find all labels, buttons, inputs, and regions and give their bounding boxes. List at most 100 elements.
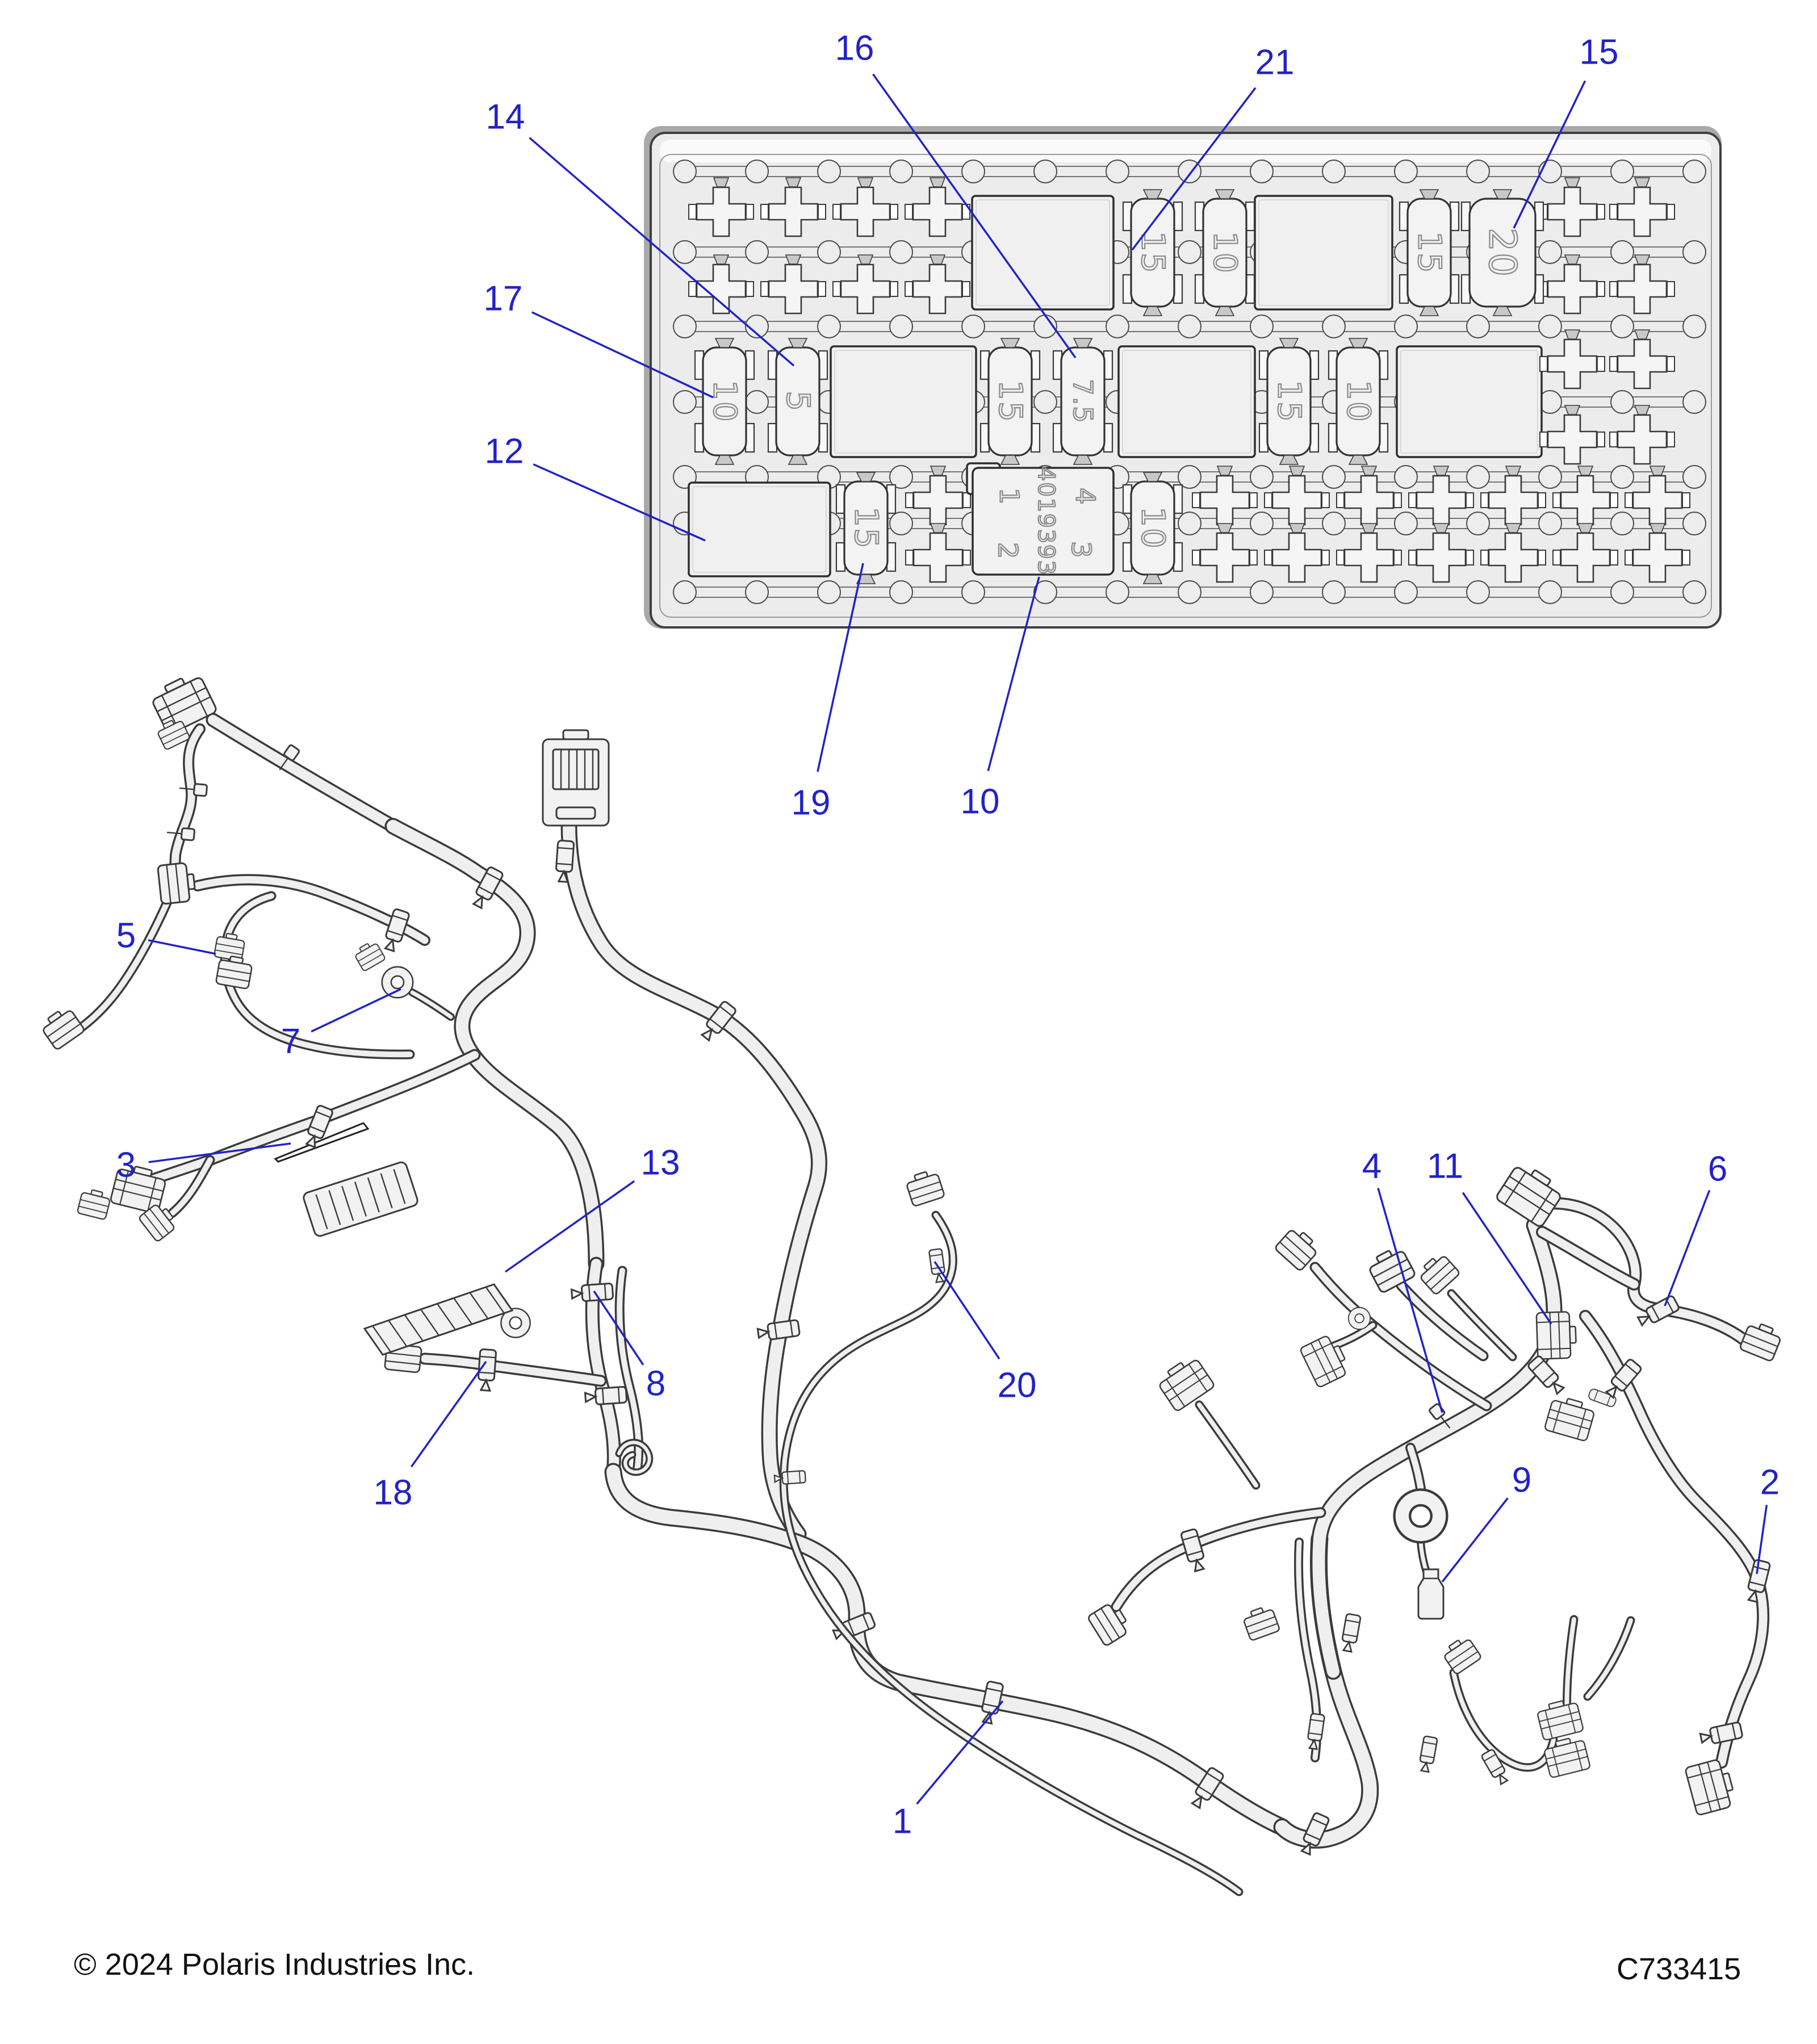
strip-circle (1322, 465, 1346, 489)
strip-circle (1682, 390, 1706, 414)
strip-circle (961, 315, 985, 338)
fuse-20: 20 (1460, 189, 1544, 316)
harness-branch (1113, 1509, 1324, 1610)
fuse-15: 15 (1399, 189, 1460, 316)
fuse-slot-empty (1609, 254, 1675, 315)
fuse-slot-empty (1609, 177, 1675, 237)
fuse-15: 15 (979, 338, 1041, 465)
harness-branch (421, 1355, 605, 1385)
strip-circle (1250, 465, 1274, 489)
callout-13: 13 (641, 1144, 680, 1183)
leader-line-17 (531, 311, 714, 399)
strip-circle (817, 240, 841, 264)
callout-1: 1 (893, 1802, 912, 1841)
relay-cavity-1: 1 (994, 488, 1024, 505)
fuse-10: 10 (1122, 472, 1183, 584)
strip-circle (1033, 160, 1057, 183)
strip-circle (1178, 315, 1201, 338)
relay-slot-empty (830, 345, 977, 458)
grommet (1395, 1490, 1447, 1543)
strip-circle (1250, 580, 1274, 604)
leader-line-12 (533, 463, 706, 542)
cable-clamp (1305, 1712, 1326, 1750)
fuse-15: 15 (1258, 338, 1320, 465)
fuse-slot-empty (1552, 523, 1618, 583)
relay-part-number: 4019393 (1033, 467, 1059, 576)
strip-circle (1466, 315, 1490, 338)
leader-line-8 (593, 1291, 644, 1366)
relay-slot-inner (1400, 350, 1538, 454)
strip-circle (1610, 580, 1634, 604)
fuse-slot-empty (1539, 254, 1605, 315)
fuse-slot-empty (1264, 523, 1330, 583)
strip-circle (1322, 160, 1346, 183)
strip-circle (1682, 160, 1706, 183)
strip-circle (1322, 315, 1346, 338)
fuse-rating-label: 15 (992, 380, 1029, 422)
strip-circle (673, 240, 697, 264)
fuse-slot-empty (1408, 523, 1474, 583)
fuse-rating-label: 10 (1340, 380, 1377, 422)
strip-circle (817, 160, 841, 183)
strip-circle (961, 580, 985, 604)
callout-5: 5 (116, 916, 136, 956)
strip-circle (889, 465, 913, 489)
harness-branch (171, 725, 204, 875)
fuse-slot-empty (832, 177, 898, 237)
fuse-slot-empty (905, 177, 970, 237)
jumper-wire (781, 1213, 1241, 1894)
strip-circle (745, 390, 769, 414)
strip-circle (1682, 465, 1706, 489)
relay-slot-inner (692, 486, 827, 573)
harness-wire (222, 893, 413, 1058)
strip-circle (889, 580, 913, 604)
fuse-slot-empty (1192, 466, 1258, 526)
strip-circle (1033, 580, 1057, 604)
fuse-rating-label: 15 (1134, 231, 1171, 274)
fuse-rating-label: 10 (706, 380, 743, 422)
fuse-slot-empty (1480, 523, 1546, 583)
strip-circle (889, 160, 913, 183)
leader-line-19 (817, 563, 864, 772)
harness-connector (1494, 1159, 1567, 1229)
copyright-notice: © 2024 Polaris Industries Inc. (74, 1947, 475, 1982)
harness-connector (38, 1004, 86, 1052)
cable-clamp (1417, 1735, 1438, 1774)
relay-slot-empty (971, 195, 1115, 311)
fuse-rating-label: 7.5 (1067, 379, 1098, 424)
tube-outline (1111, 1507, 1326, 1612)
fuse-slot-empty (1539, 329, 1605, 389)
fuse-slot-empty (1609, 405, 1675, 465)
harness-wire (1451, 1670, 1556, 1770)
strip-circle (961, 160, 985, 183)
fuse-slot-empty (1336, 523, 1402, 583)
callout-20: 20 (998, 1366, 1037, 1405)
leader-line-18 (410, 1360, 487, 1468)
fuse-slot-empty (688, 177, 754, 237)
strip-circle (673, 580, 697, 604)
fuse-slot-empty (1552, 466, 1618, 526)
fuse-slot-empty (1625, 466, 1690, 526)
fuse-slot-empty (1625, 523, 1690, 583)
pigtail-wire (617, 1440, 651, 1474)
fuse-slot-empty (1408, 466, 1474, 526)
harness-connector (1415, 1250, 1461, 1296)
strip-circle (1106, 160, 1129, 183)
strip-circle (1610, 390, 1634, 414)
strip-circle (817, 580, 841, 604)
relay-slot-empty (1254, 195, 1393, 311)
strip-circle (889, 240, 913, 264)
strip-circle (1178, 465, 1201, 489)
leader-line-3 (148, 1142, 291, 1163)
callout-10: 10 (961, 782, 1000, 822)
fuse-slot-empty (905, 254, 970, 315)
callout-18: 18 (374, 1473, 413, 1513)
relay-cavity-4: 4 (1070, 488, 1100, 505)
strip-circle (1682, 512, 1706, 535)
fuse-slot-empty (905, 466, 971, 526)
strip-circle (1538, 512, 1562, 535)
strip-circle (889, 512, 913, 535)
strip-circle (1682, 580, 1706, 604)
